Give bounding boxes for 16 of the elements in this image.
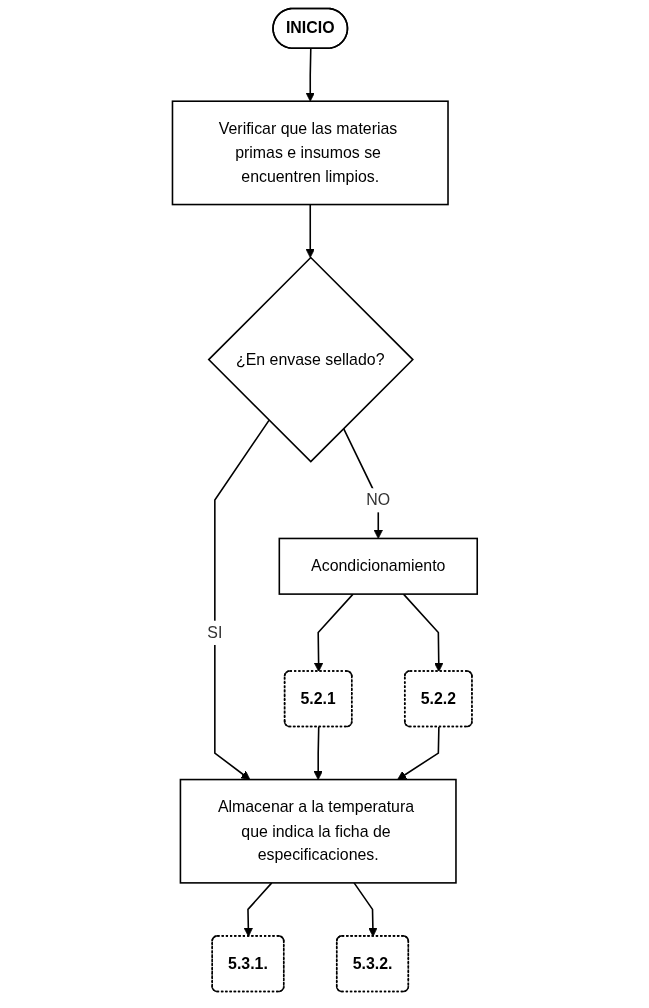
- arrow: [313, 593, 354, 672]
- arrow: [396, 726, 440, 780]
- node-box: Acondicionamiento: [278, 537, 478, 595]
- node-box: Almacenar a la temperatura que indica la ficha de especificaciones.: [179, 778, 457, 884]
- arrow: [402, 593, 444, 672]
- arrow: [243, 882, 273, 937]
- arrow: [352, 882, 378, 937]
- arrow: [305, 203, 315, 258]
- arrow: [305, 47, 315, 102]
- arrow: [213, 419, 270, 780]
- node-box: Verificar que las materias primas e insumos se encuentren limpios.: [171, 100, 449, 206]
- edge-label: NO: [365, 490, 390, 509]
- edge-label: SI: [206, 622, 222, 641]
- arrow: [313, 726, 323, 780]
- node-diamond: ¿En envase sellado?: [207, 256, 414, 463]
- arrow: [342, 427, 383, 539]
